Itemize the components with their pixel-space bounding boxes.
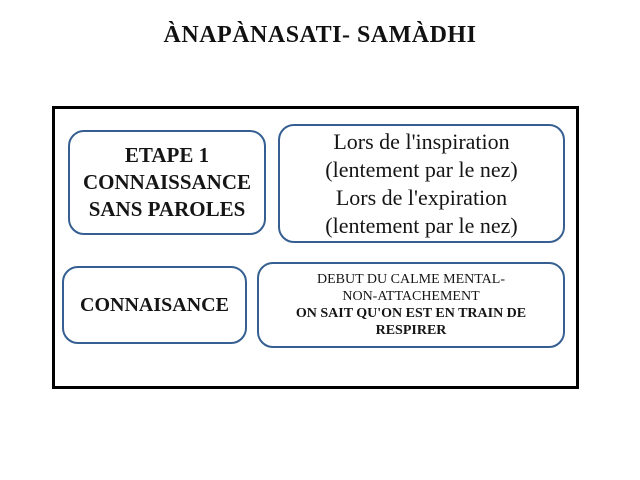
box-inspiration-line-4: (lentement par le nez) bbox=[325, 212, 518, 238]
box-etape1-line-3: SANS PAROLES bbox=[88, 197, 246, 221]
box-calme-line-3: ON SAIT QU'ON EST EN TRAIN DE bbox=[295, 306, 527, 321]
box-connaisance: CONNAISANCE bbox=[62, 266, 247, 344]
box-inspiration-line-1: Lors de l'inspiration bbox=[333, 128, 510, 154]
box-inspiration-line-2: (lentement par le nez) bbox=[325, 156, 518, 182]
box-calme: DEBUT DU CALME MENTAL- NON-ATTACHEMENT O… bbox=[257, 262, 565, 348]
box-inspiration-line-3: Lors de l'expiration bbox=[335, 184, 508, 210]
box-calme-line-1: DEBUT DU CALME MENTAL- bbox=[317, 272, 505, 287]
box-inspiration: Lors de l'inspiration (lentement par le … bbox=[278, 124, 565, 243]
box-calme-line-2: NON-ATTACHEMENT bbox=[342, 289, 480, 304]
box-etape1-line-2: CONNAISSANCE bbox=[82, 170, 252, 194]
box-etape1-line-1: ETAPE 1 bbox=[124, 143, 210, 167]
page-title: ÀNAPÀNASATI- SAMÀDHI bbox=[163, 22, 477, 48]
box-connaisance-line-1: CONNAISANCE bbox=[80, 293, 229, 316]
diagram-frame: ETAPE 1 CONNAISSANCE SANS PAROLES Lors d… bbox=[52, 106, 579, 389]
box-etape1: ETAPE 1 CONNAISSANCE SANS PAROLES bbox=[68, 130, 266, 235]
box-calme-line-4: RESPIRER bbox=[375, 323, 447, 338]
